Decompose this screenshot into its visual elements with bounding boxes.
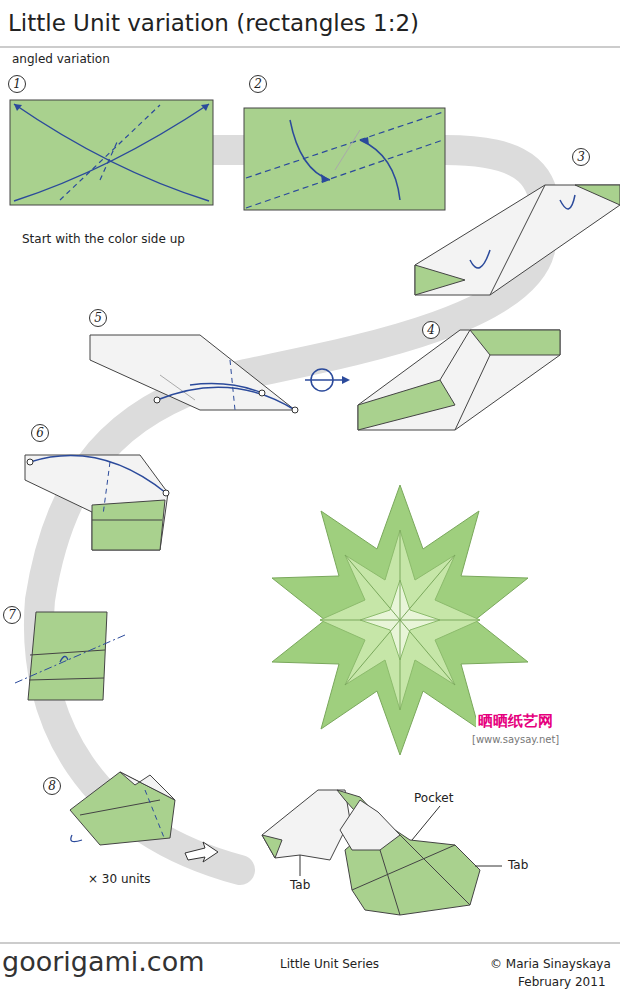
diagram-title: Little Unit variation (rectangles 1:2) (8, 10, 419, 36)
step-number: 6 (36, 427, 44, 439)
step-number-circle: 4 (422, 321, 440, 339)
part-label: Tab (506, 858, 530, 872)
step-number-circle: 1 (8, 75, 26, 93)
step-number: 2 (254, 78, 262, 90)
step-number-circle: 8 (43, 777, 61, 795)
step-number: 1 (13, 78, 21, 90)
step-number: 8 (48, 780, 56, 792)
note: Start with the color side up (22, 232, 185, 246)
step-number-circle: 7 (3, 606, 21, 624)
step-number: 7 (8, 609, 16, 621)
date: February 2011 (518, 975, 606, 989)
series-name: Little Unit Series (280, 957, 379, 971)
part-label: Tab (288, 878, 312, 892)
watermark: [www.saysay.net] (470, 734, 561, 745)
watermark: 晒晒纸艺网 (476, 712, 555, 731)
step-number-circle: 5 (89, 309, 107, 327)
site-name: goorigami.com (2, 946, 205, 977)
step-number-circle: 2 (249, 75, 267, 93)
step-number: 5 (94, 312, 102, 324)
part-label: Pocket (412, 791, 455, 805)
step-number: 3 (577, 151, 585, 163)
copyright: © Maria Sinayskaya (490, 957, 611, 971)
step-number-circle: 6 (31, 424, 49, 442)
note: angled variation (12, 52, 110, 66)
unit-count: × 30 units (88, 872, 150, 886)
step-number: 4 (427, 324, 435, 336)
step-number-circle: 3 (572, 148, 590, 166)
